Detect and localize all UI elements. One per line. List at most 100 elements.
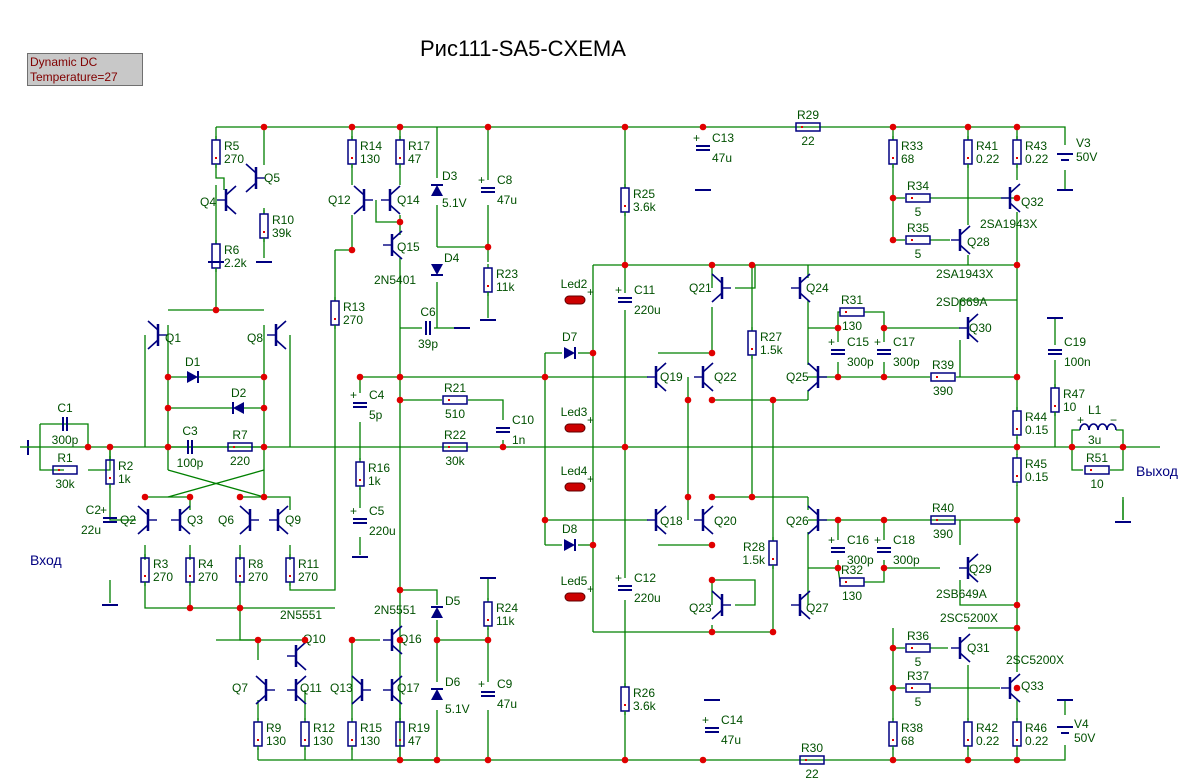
transistor-part: 2N5551 xyxy=(280,608,322,622)
transistor-q23: Q23 xyxy=(689,590,731,620)
resistor-value: 10 xyxy=(1063,400,1077,414)
junction-node xyxy=(1013,443,1021,451)
junction-node xyxy=(348,123,356,131)
capacitor-ref: C19 xyxy=(1064,335,1086,349)
junction-node xyxy=(834,516,842,524)
transistor-part: 2SA1943X xyxy=(936,267,993,281)
transistor-ref: Q9 xyxy=(285,513,301,527)
resistor-ref: R1 xyxy=(57,451,73,465)
temperature-label: Temperature=27 xyxy=(30,70,118,84)
junction-node xyxy=(964,123,972,131)
capacitor-value: 300p xyxy=(847,355,874,369)
resistor-value: 47 xyxy=(408,734,422,748)
transistor-ref: Q8 xyxy=(247,331,263,345)
polarity-mark: + xyxy=(828,533,835,547)
diode-d5: D5 xyxy=(431,594,461,618)
resistor-ref: R44 xyxy=(1025,410,1047,424)
junction-node xyxy=(889,194,897,202)
resistor-value: 68 xyxy=(901,152,915,166)
resistor-value: 0.15 xyxy=(1025,470,1049,484)
led-label: Led4 xyxy=(561,464,588,478)
junction-node xyxy=(348,246,356,254)
junction-node xyxy=(254,636,262,644)
junction-node xyxy=(541,373,549,381)
transistor-q26: Q26 xyxy=(786,505,827,535)
resistor-value: 5 xyxy=(915,695,922,709)
resistor-ref: R13 xyxy=(343,300,365,314)
junction-node xyxy=(1013,684,1021,692)
resistor-ref: R8 xyxy=(248,557,264,571)
resistor-value: 130 xyxy=(360,734,380,748)
resistor-value: 130 xyxy=(842,589,862,603)
junction-node xyxy=(708,261,716,269)
resistor-value: 3.6k xyxy=(633,200,657,214)
junction-node xyxy=(880,373,888,381)
transistor-q7: Q7 xyxy=(232,675,275,705)
transistor-ref: Q32 xyxy=(1021,195,1044,209)
resistor-ref: R14 xyxy=(360,139,382,153)
transistor-q6: Q6 xyxy=(218,505,259,535)
transistor-ref: Q12 xyxy=(328,193,351,207)
resistor-ref: R11 xyxy=(298,557,319,571)
transistor-ref: Q3 xyxy=(187,513,203,527)
polarity-mark: + xyxy=(587,285,594,299)
led-led4: +Led4 xyxy=(561,464,594,492)
junction-node xyxy=(260,443,268,451)
resistor-value: 47 xyxy=(408,152,422,166)
led-led3: +Led3 xyxy=(561,405,594,433)
resistor-value: 30k xyxy=(445,454,465,468)
resistor-ref: R21 xyxy=(444,381,466,395)
resistor-value: 5 xyxy=(915,655,922,669)
junction-node xyxy=(834,564,842,572)
junction-node xyxy=(889,684,897,692)
junction-node xyxy=(1068,443,1076,451)
junction-node xyxy=(708,541,716,549)
capacitor-ref: C12 xyxy=(634,571,656,585)
transistor-ref: Q18 xyxy=(660,514,683,528)
junction-node xyxy=(106,443,114,451)
junction-node xyxy=(1013,194,1021,202)
resistor-value: 0.22 xyxy=(976,734,1000,748)
junction-node xyxy=(708,493,716,501)
resistor-value: 270 xyxy=(153,570,173,584)
resistor-ref: R42 xyxy=(976,721,998,735)
junction-node xyxy=(769,396,777,404)
resistor-ref: R45 xyxy=(1025,457,1047,471)
transistor-ref: Q13 xyxy=(330,681,353,695)
polarity-mark: + xyxy=(587,582,594,596)
transistor-ref: Q29 xyxy=(969,562,992,576)
transistor-ref: Q2 xyxy=(120,513,136,527)
capacitor-value: 22u xyxy=(81,523,101,537)
polarity-mark: + xyxy=(478,677,485,691)
transistor-ref: Q1 xyxy=(165,331,181,345)
transistor-ref: Q6 xyxy=(218,513,234,527)
led-led2: +Led2 xyxy=(561,277,594,305)
junction-node xyxy=(708,349,716,357)
transistor-ref: Q33 xyxy=(1021,679,1044,693)
junction-node xyxy=(748,261,756,269)
transistor-q9: Q9 xyxy=(269,505,301,535)
transistor-ref: Q4 xyxy=(200,195,216,209)
resistor-ref: R41 xyxy=(976,139,998,153)
resistor-value: 2.2k xyxy=(224,256,248,270)
resistor-ref: R35 xyxy=(907,221,929,235)
resistor-ref: R3 xyxy=(153,557,169,571)
